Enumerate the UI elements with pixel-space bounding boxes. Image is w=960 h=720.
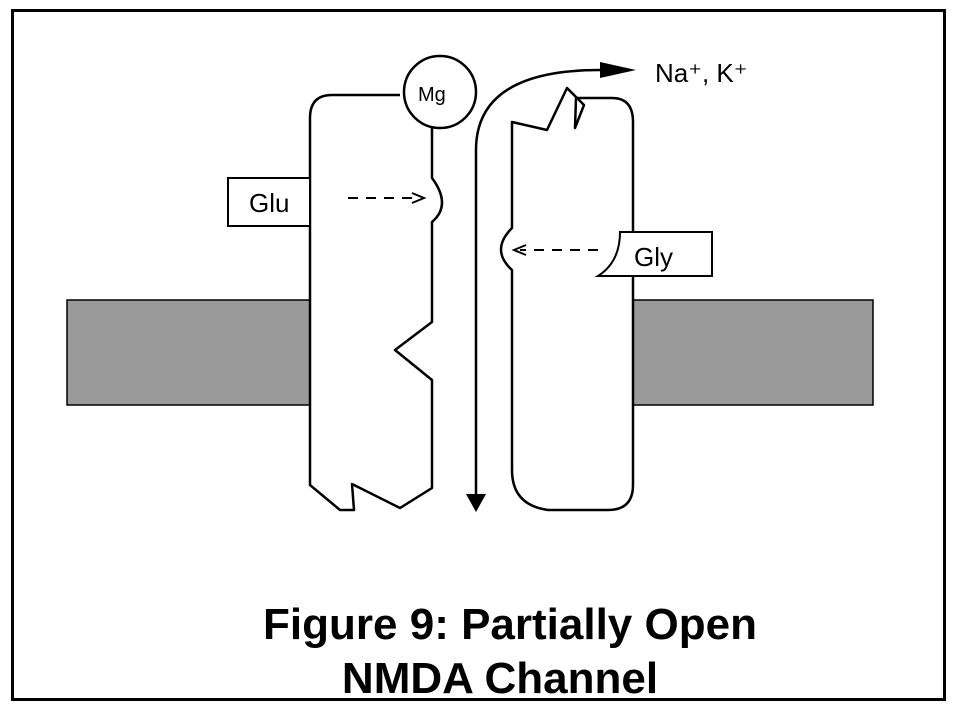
right-subunit xyxy=(499,86,635,512)
glutamate-arrowhead xyxy=(411,192,427,204)
magnesium-ion xyxy=(402,54,478,130)
glycine-box xyxy=(594,231,713,277)
glycine-arrowhead xyxy=(511,244,527,256)
ion-flow-top-arrowhead xyxy=(600,62,636,78)
figure-caption-line-2: NMDA Channel xyxy=(341,654,659,703)
figure-caption-line-1: Figure 9: Partially Open xyxy=(263,600,757,649)
glycine-label: Gly xyxy=(634,242,673,272)
ions-label: Na⁺, K⁺ xyxy=(655,58,747,88)
glutamate-box xyxy=(227,177,311,227)
membrane-right xyxy=(632,299,874,406)
glutamate-label: Glu xyxy=(249,188,289,218)
membrane-left xyxy=(66,299,312,406)
ion-flow-bottom-arrowhead xyxy=(466,494,486,512)
left-subunit xyxy=(308,93,444,512)
magnesium-label: Mg xyxy=(418,84,446,106)
ion-flow-line xyxy=(474,68,601,500)
